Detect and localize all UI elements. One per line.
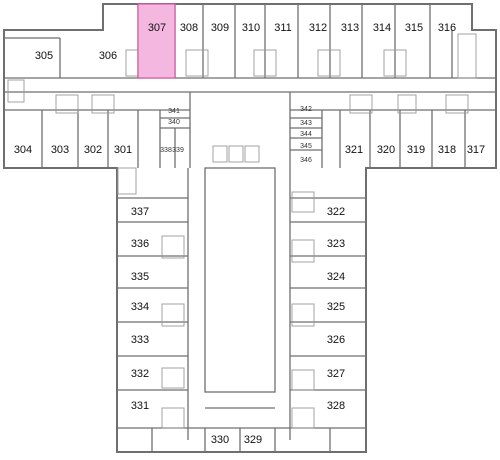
room-label-316[interactable]: 316 [438,22,456,34]
room-label-343[interactable]: 343 [300,120,312,127]
room-label-312[interactable]: 312 [309,22,327,34]
room-label-301[interactable]: 301 [114,144,132,156]
room-labels: 301 302 303 304 305 306 307 308 309 310 311 312 313 3… [14,22,485,446]
room-label-315[interactable]: 315 [405,22,423,34]
room-label-321[interactable]: 321 [345,144,363,156]
room-label-329[interactable]: 329 [244,434,262,446]
room-label-344[interactable]: 344 [300,131,312,138]
room-label-327[interactable]: 327 [327,368,345,380]
room-label-325[interactable]: 325 [327,301,345,313]
room-label-302[interactable]: 302 [84,144,102,156]
room-307-highlight[interactable] [137,3,176,79]
room-label-334[interactable]: 334 [131,301,149,313]
room-label-340[interactable]: 340 [168,119,180,126]
room-label-330[interactable]: 330 [211,434,229,446]
room-label-328[interactable]: 328 [327,400,345,412]
room-label-304[interactable]: 304 [14,144,32,156]
room-label-309[interactable]: 309 [211,22,229,34]
room-label-317[interactable]: 317 [467,144,485,156]
room-label-308[interactable]: 308 [180,22,198,34]
room-label-337[interactable]: 337 [131,206,149,218]
room-label-336[interactable]: 336 [131,238,149,250]
room-label-342[interactable]: 342 [300,106,312,113]
room-label-314[interactable]: 314 [373,22,391,34]
room-label-307[interactable]: 307 [148,22,166,34]
room-label-318[interactable]: 318 [438,144,456,156]
room-label-326[interactable]: 326 [327,334,345,346]
room-label-339[interactable]: 339 [172,147,184,154]
room-label-305[interactable]: 305 [35,50,53,62]
room-label-319[interactable]: 319 [407,144,425,156]
room-label-311[interactable]: 311 [274,22,292,34]
room-label-320[interactable]: 320 [377,144,395,156]
room-label-333[interactable]: 333 [131,334,149,346]
room-label-345[interactable]: 345 [300,143,312,150]
room-label-322[interactable]: 322 [327,206,345,218]
room-label-332[interactable]: 332 [131,368,149,380]
room-label-310[interactable]: 310 [242,22,260,34]
room-label-335[interactable]: 335 [131,271,149,283]
bathroom-fixtures [7,33,477,429]
room-label-323[interactable]: 323 [327,238,345,250]
room-label-346[interactable]: 346 [300,157,312,164]
room-label-338[interactable]: 338 [160,147,172,154]
building-walls [3,3,497,453]
room-label-313[interactable]: 313 [341,22,359,34]
room-label-331[interactable]: 331 [131,400,149,412]
room-label-341[interactable]: 341 [168,108,180,115]
room-label-303[interactable]: 303 [51,144,69,156]
room-label-306[interactable]: 306 [99,50,117,62]
room-label-324[interactable]: 324 [327,271,345,283]
